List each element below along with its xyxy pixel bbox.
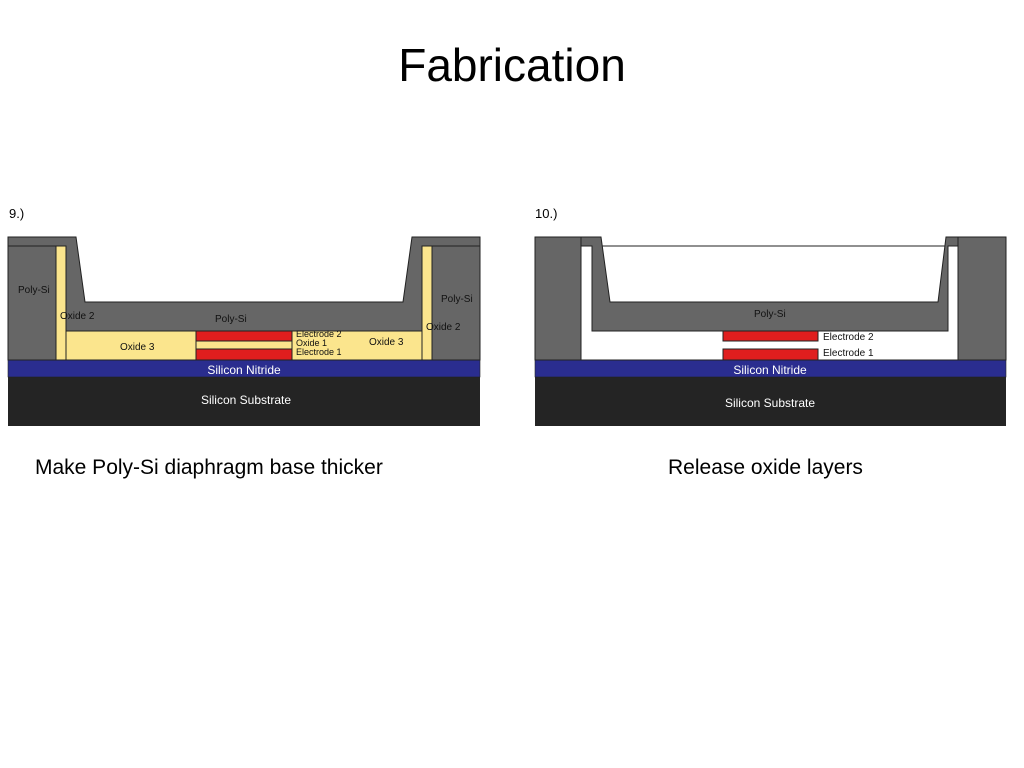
step9-label-polysi-left: Poly-Si bbox=[18, 285, 50, 296]
step10-polysi-left-block bbox=[534, 236, 582, 361]
step9-label-oxide2-right: Oxide 2 bbox=[426, 322, 461, 333]
step9-substrate-layer bbox=[8, 377, 480, 426]
step9-oxide2-right-strip bbox=[421, 245, 433, 361]
step9-electrode2 bbox=[195, 330, 293, 342]
step10-label-substrate: Silicon Substrate bbox=[725, 396, 815, 410]
step9-label-oxide3-right: Oxide 3 bbox=[369, 337, 404, 348]
step9-oxide3-left bbox=[65, 330, 197, 361]
step10-label-electrode1: Electrode 1 bbox=[823, 348, 874, 359]
step9-oxide3-right bbox=[291, 330, 423, 361]
step10-substrate-layer bbox=[535, 377, 1006, 426]
step9-label-nitride: Silicon Nitride bbox=[207, 363, 281, 377]
step10-electrode2 bbox=[722, 330, 819, 342]
step9-electrode1 bbox=[195, 348, 293, 361]
step9-label-substrate: Silicon Substrate bbox=[201, 393, 291, 407]
step9-label-oxide2-left: Oxide 2 bbox=[60, 311, 95, 322]
step10-caption: Release oxide layers bbox=[668, 456, 863, 479]
step9-number: 9.) bbox=[9, 206, 24, 221]
step9-polysi-left-block bbox=[7, 245, 57, 361]
step10-diagram: 10.) Poly-Si Electrode 2 Electrode 1 Sil… bbox=[534, 206, 1007, 426]
step9-diagram: 9.) Poly-Si Poly-Si Poly-Si Oxide 2 Oxid… bbox=[7, 206, 481, 426]
step9-oxide2-left-strip bbox=[55, 245, 67, 361]
step9-label-oxide3-left: Oxide 3 bbox=[120, 342, 155, 353]
step9-label-electrode2: Electrode 2 bbox=[296, 329, 342, 339]
step9-label-electrode1: Electrode 1 bbox=[296, 347, 342, 357]
step9-oxide1 bbox=[195, 340, 293, 350]
step10-label-nitride: Silicon Nitride bbox=[733, 363, 807, 377]
step10-electrode1 bbox=[722, 348, 819, 361]
step9-polysi-diaphragm bbox=[7, 236, 481, 332]
step9-label-polysi-right: Poly-Si bbox=[441, 294, 473, 305]
step10-label-electrode2: Electrode 2 bbox=[823, 332, 874, 343]
step9-label-oxide1: Oxide 1 bbox=[296, 338, 327, 348]
step10-number: 10.) bbox=[535, 206, 557, 221]
step10-polysi-right-block bbox=[957, 236, 1007, 361]
step10-label-polysi-center: Poly-Si bbox=[754, 309, 786, 320]
step9-polysi-right-block bbox=[431, 245, 481, 361]
slide-title: Fabrication bbox=[398, 39, 626, 91]
step9-label-polysi-center: Poly-Si bbox=[215, 314, 247, 325]
step10-polysi-diaphragm bbox=[580, 236, 959, 332]
step9-caption: Make Poly-Si diaphragm base thicker bbox=[35, 456, 383, 479]
